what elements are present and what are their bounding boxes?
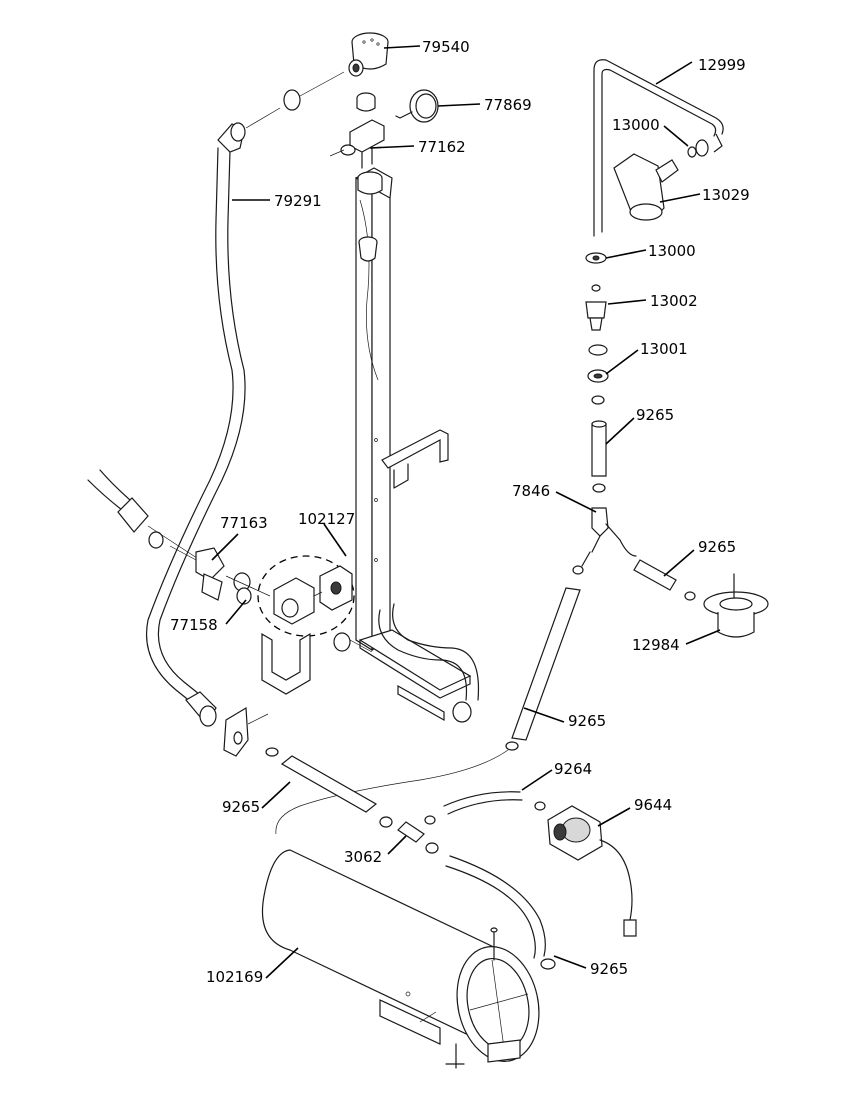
callout-13002: 13002 [650,292,698,310]
pump-tube-9264 [424,791,546,825]
callout-9265-diag: 9265 [568,712,606,730]
connector-3062 [397,821,439,854]
solenoid-valve [257,555,373,695]
pump-9644 [547,805,637,937]
callout-77158: 77158 [170,616,218,634]
callout-3062: 3062 [344,848,382,866]
callout-9265-upper: 9265 [636,406,674,424]
callout-13000-lower: 13000 [648,242,696,260]
callout-102169: 102169 [206,968,263,986]
long-tube-9265-diag [275,551,591,835]
callout-labels: 79540 77869 77162 79291 12999 13000 1302… [170,38,750,986]
callout-102127: 102127 [298,510,355,528]
wall-bracket [223,706,269,757]
callout-77162: 77162 [418,138,466,156]
column-top-fitting [357,171,383,262]
support-column [355,167,472,722]
lower-tube-9265 [265,747,393,828]
callout-9265-branch: 9265 [698,538,736,556]
boiler-tube-9265 [445,855,556,970]
callout-9264: 9264 [554,760,592,778]
callout-79291: 79291 [274,192,322,210]
callout-9644: 9644 [634,796,672,814]
tee-7846 [591,507,621,553]
callout-12999: 12999 [698,56,746,74]
callout-77869: 77869 [484,96,532,114]
callout-12984: 12984 [632,636,680,654]
callout-13029: 13029 [702,186,750,204]
callout-7846: 7846 [512,482,550,500]
inlet-hose-assembly [87,469,271,605]
nipple-fitting [356,92,376,112]
pressure-relief-valve [348,32,389,77]
tee-fitting [329,119,385,169]
nozzle-fittings [585,252,609,405]
callout-79540: 79540 [422,38,470,56]
callout-9265-lower: 9265 [222,798,260,816]
tube-9265-vertical [591,420,607,493]
callout-13001: 13001 [640,340,688,358]
drain-elbow [378,603,480,723]
drip-tray-fitting-12984 [703,573,769,638]
callout-13000-upper: 13000 [612,116,660,134]
callout-9265-boiler: 9265 [590,960,628,978]
steam-nozzle-13029 [613,139,709,221]
callout-77163: 77163 [220,514,268,532]
callout-leaders [211,45,721,979]
boiler-tank [261,849,540,1069]
right-branch-tube [619,539,696,601]
pressure-gauge [395,89,439,123]
supply-hose-79291 [145,71,345,727]
vent-tube-12999 [593,59,724,237]
